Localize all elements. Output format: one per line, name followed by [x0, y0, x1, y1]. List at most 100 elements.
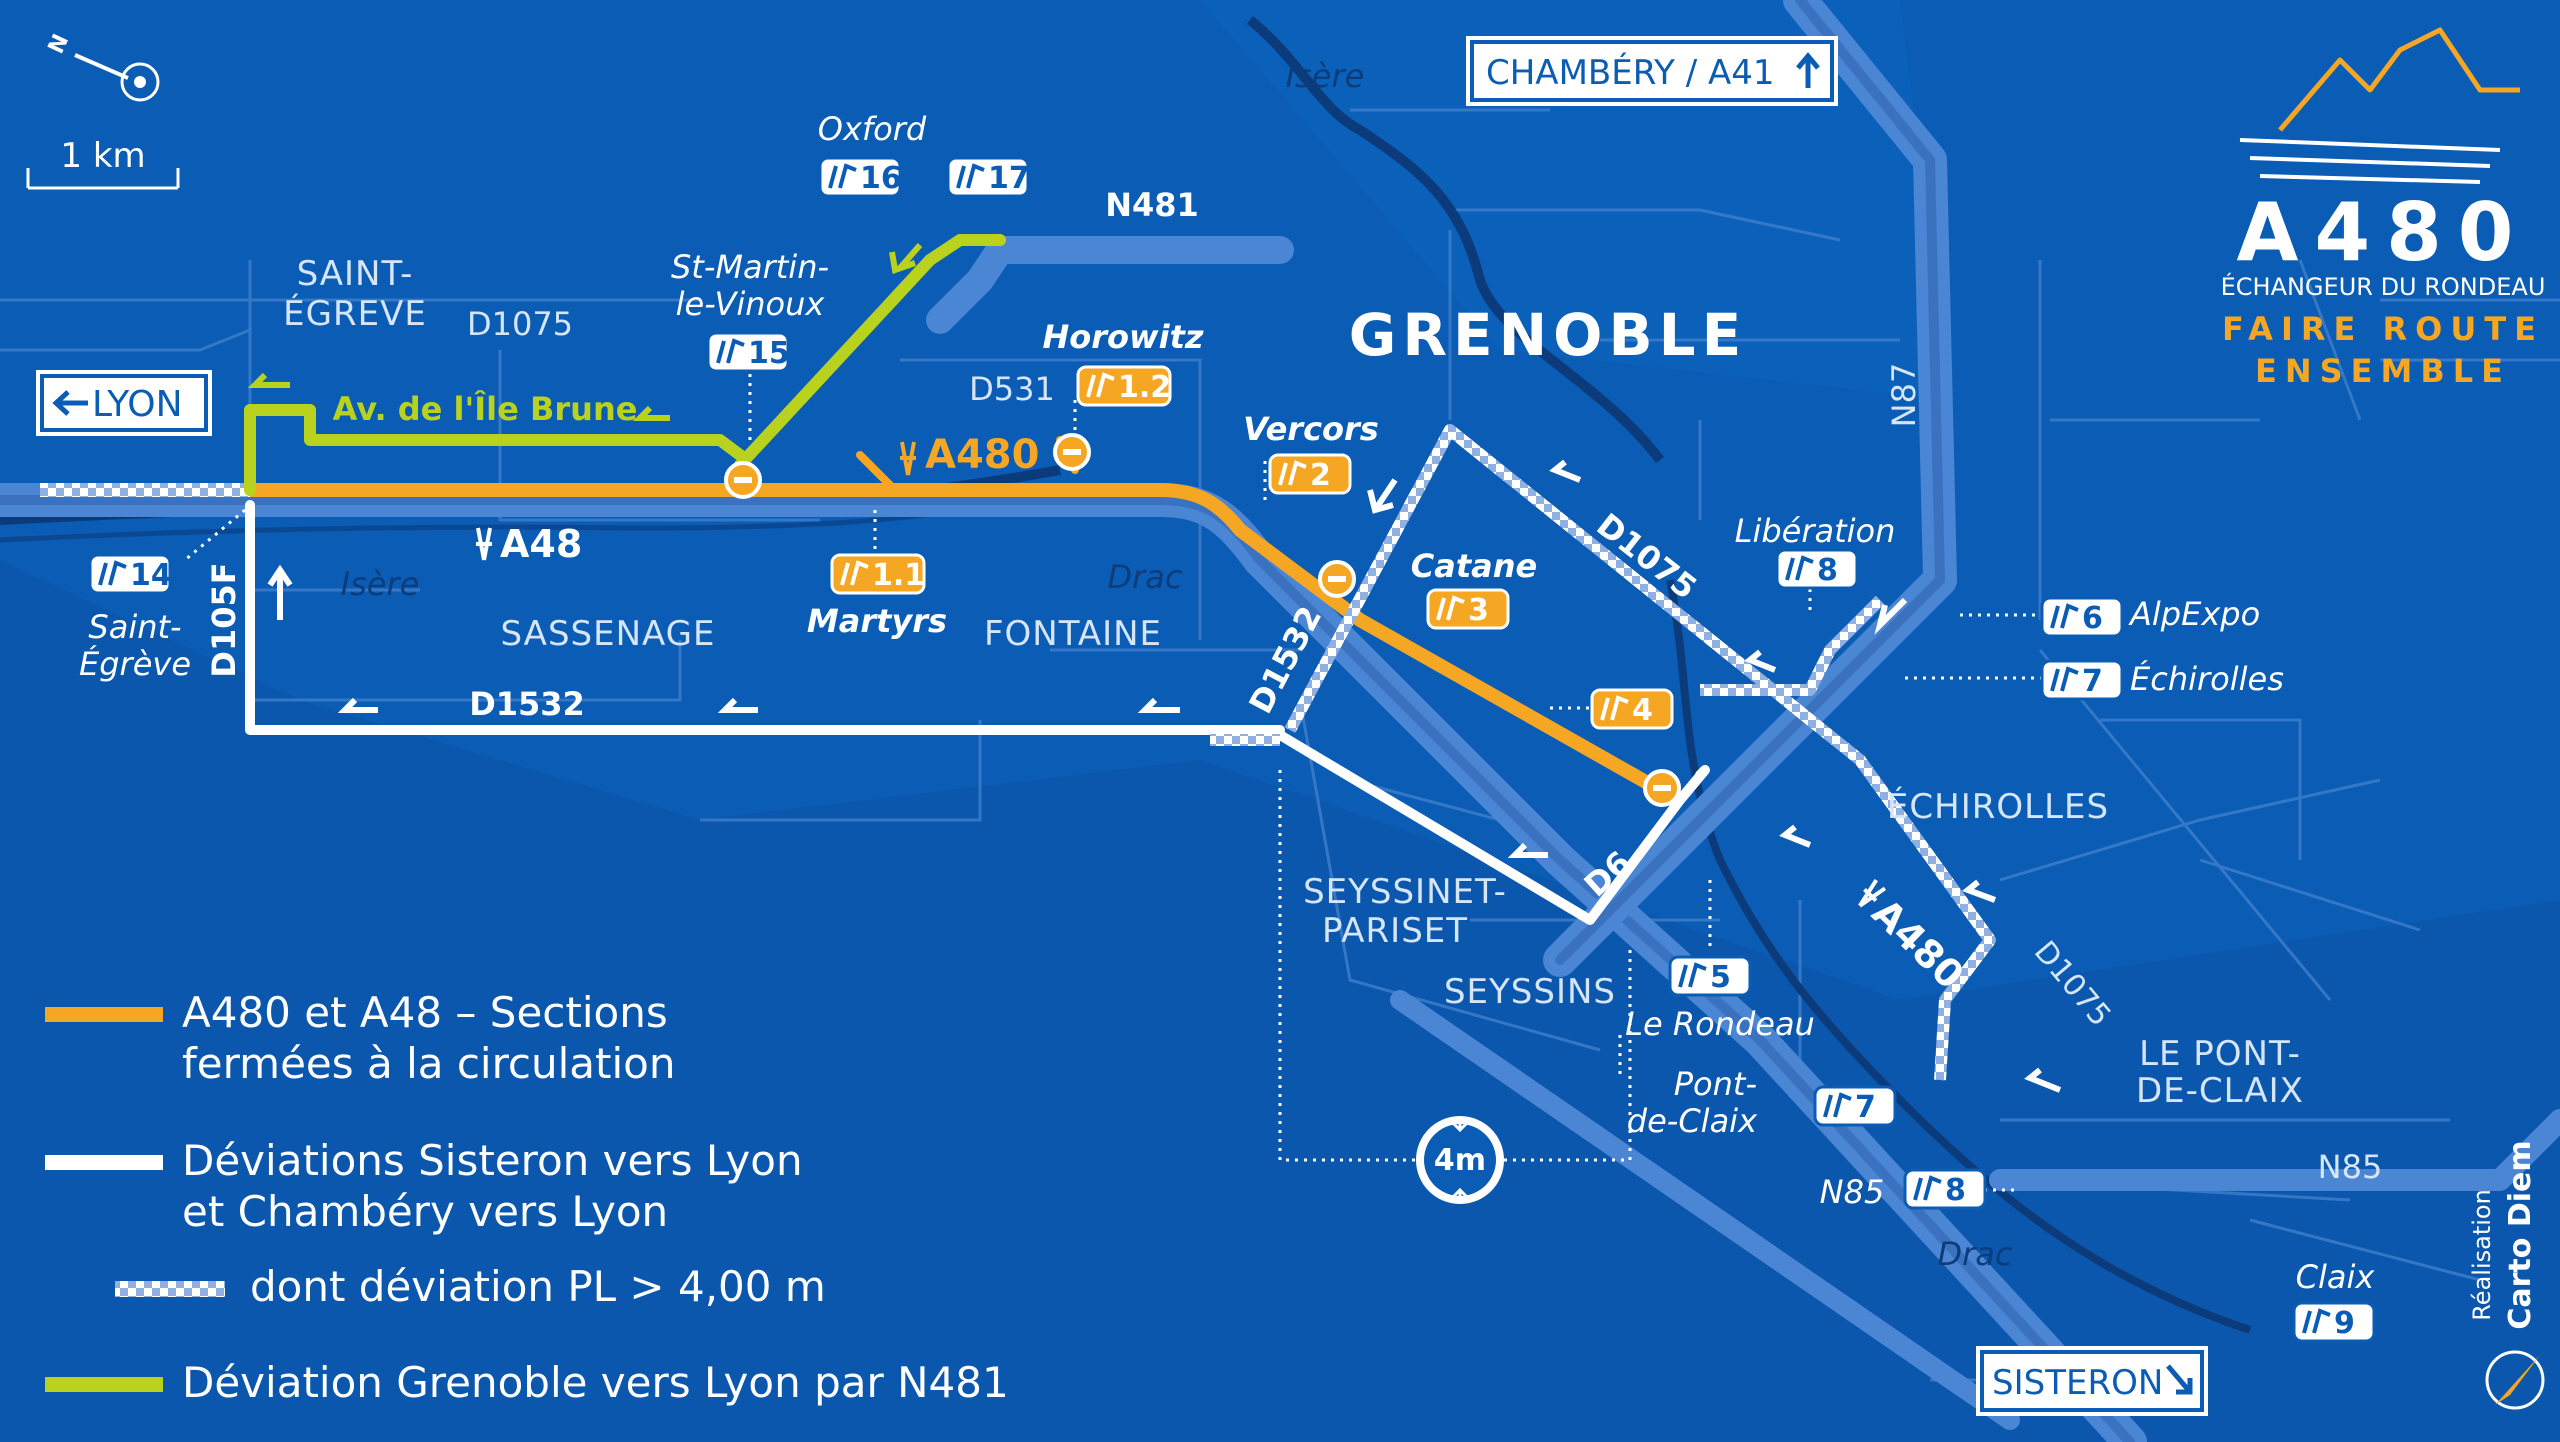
- road-d105f: D105F: [205, 562, 243, 677]
- road-a48-label: A48: [500, 522, 582, 566]
- arrow-up-icon: [1796, 52, 1820, 88]
- road-n85-right: N85: [2318, 1148, 2383, 1186]
- exit-name: Claix: [2296, 1258, 2376, 1296]
- exit-badge: 5Le Rondeau: [1625, 955, 1815, 1043]
- exit-name: Saint-: [88, 608, 181, 646]
- place-sassenage: SASSENAGE: [500, 614, 715, 654]
- exit-icon: [1678, 962, 1707, 988]
- exit-number: 1.2: [1118, 370, 1171, 405]
- exit-badge: 17: [946, 156, 1030, 198]
- closure-marker: [724, 461, 762, 499]
- scale-bar: 1 km: [26, 136, 180, 190]
- exit-name: Pont-: [1674, 1065, 1757, 1103]
- river-labels: Isère Isère Drac Drac: [341, 57, 2013, 1273]
- brand-slogan-2: ENSEMBLE: [2255, 352, 2511, 390]
- scale-label: 1 km: [60, 136, 145, 176]
- place-seyssins: SEYSSINS: [1444, 972, 1616, 1012]
- road-d1532-low: D1532: [469, 685, 585, 723]
- detour-green: [244, 234, 1006, 496]
- road-a480-orange-label: A480: [925, 432, 1039, 478]
- place-pont-de-claix-2: DE-CLAIX: [2136, 1071, 2304, 1111]
- height-limit-label: 4m: [1434, 1143, 1486, 1178]
- exit-icon: [1785, 555, 1814, 581]
- exit-name: AlpExpo: [2128, 595, 2260, 633]
- exit-number: 3: [1468, 593, 1489, 628]
- exit-number: 14: [130, 558, 172, 593]
- closure-marker: [1053, 433, 1091, 471]
- road-ile-brune: Av. de l'Île Brune: [333, 390, 638, 428]
- place-fontaine: FONTAINE: [984, 614, 1162, 654]
- exit-number: 9: [2334, 1306, 2355, 1341]
- exit-icon: [2050, 666, 2079, 692]
- legend-swatch-green: [45, 1377, 163, 1392]
- exit-icon: [716, 338, 745, 364]
- compass-rose-icon: [2485, 1350, 2545, 1410]
- exit-name: Oxford: [818, 110, 927, 148]
- minor-streets: [0, 108, 2560, 1382]
- closure-marker: [1643, 769, 1681, 807]
- sign-chambery: CHAMBÉRY / A41: [1466, 36, 1838, 106]
- road-d531: D531: [969, 370, 1055, 408]
- closure-markers: [724, 433, 1681, 807]
- arrow-down-right-icon: [2166, 1364, 2193, 1395]
- place-seyssinet-2: PARISET: [1322, 911, 1468, 951]
- exit-name: St-Martin-: [671, 248, 829, 286]
- exit-icon: [2050, 603, 2079, 629]
- place-pont-de-claix-1: LE PONT-: [2139, 1034, 2301, 1074]
- road-d1075-west: D1075: [467, 305, 573, 343]
- legend-swatch-white: [45, 1155, 163, 1170]
- exit-icon: [98, 560, 127, 586]
- mountain-logo-icon: [2278, 27, 2520, 132]
- river-isere-north: Isère: [1286, 57, 1365, 95]
- road-n85-left: N85: [1820, 1173, 1885, 1211]
- exit-icon: [1086, 372, 1115, 398]
- closure-marker: [1318, 560, 1356, 598]
- exit-number: 4: [1632, 693, 1653, 728]
- exit-number: 5: [1710, 960, 1731, 995]
- legend-orange-line1: A480 et A48 – Sections: [182, 988, 668, 1037]
- place-labels: SAINT- ÉGREVE GRENOBLE SASSENAGE FONTAIN…: [283, 254, 2304, 1111]
- place-seyssinet-1: SEYSSINET-: [1303, 872, 1507, 912]
- exit-number: 17: [988, 161, 1030, 196]
- legend-swatch-dashed: [115, 1281, 225, 1297]
- exit-badge: 4: [1590, 688, 1674, 730]
- arrow-left-icon: [52, 390, 88, 416]
- brand-slogan-1: FAIRE ROUTE: [2222, 310, 2544, 348]
- credit-line1: Réalisation: [2468, 1189, 2496, 1321]
- legend-orange-line2: fermées à la circulation: [182, 1039, 676, 1088]
- river-isere-west: Isère: [341, 565, 420, 603]
- height-limit-sign: 4m: [1416, 1116, 1504, 1204]
- road-n87: N87: [1885, 363, 1923, 428]
- credit: Réalisation Carto Diem: [2468, 1140, 2545, 1410]
- sign-lyon-label: LYON: [92, 384, 183, 425]
- brand-block: A480 ÉCHANGEUR DU RONDEAU FAIRE ROUTE EN…: [2221, 27, 2546, 390]
- exit-icon: [828, 163, 857, 189]
- exit-name: Martyrs: [807, 602, 947, 640]
- detour-dashed: [40, 424, 1996, 1081]
- legend-dashed-line1: dont déviation PL > 4,00 m: [250, 1262, 826, 1311]
- exit-icon: [1600, 695, 1629, 721]
- river-drac-mid: Drac: [1108, 558, 1183, 596]
- motorway-icon: [1858, 878, 1887, 908]
- road-a480-orange: A480: [900, 432, 1039, 478]
- legend-green-line1: Déviation Grenoble vers Lyon par N481: [182, 1358, 1009, 1407]
- exit-number: 7: [1855, 1090, 1876, 1125]
- exit-icon: [956, 163, 985, 189]
- exit-icon: [1823, 1092, 1852, 1118]
- exit-badge: 8: [1903, 1168, 1987, 1210]
- brand-subtitle: ÉCHANGEUR DU RONDEAU: [2221, 272, 2546, 301]
- exit-name: le-Vinoux: [676, 285, 826, 323]
- exit-icon: [1436, 595, 1465, 621]
- legend-white-line2: et Chambéry vers Lyon: [182, 1187, 668, 1236]
- legend-swatch-orange: [45, 1007, 163, 1022]
- exit-icon: [1278, 460, 1307, 486]
